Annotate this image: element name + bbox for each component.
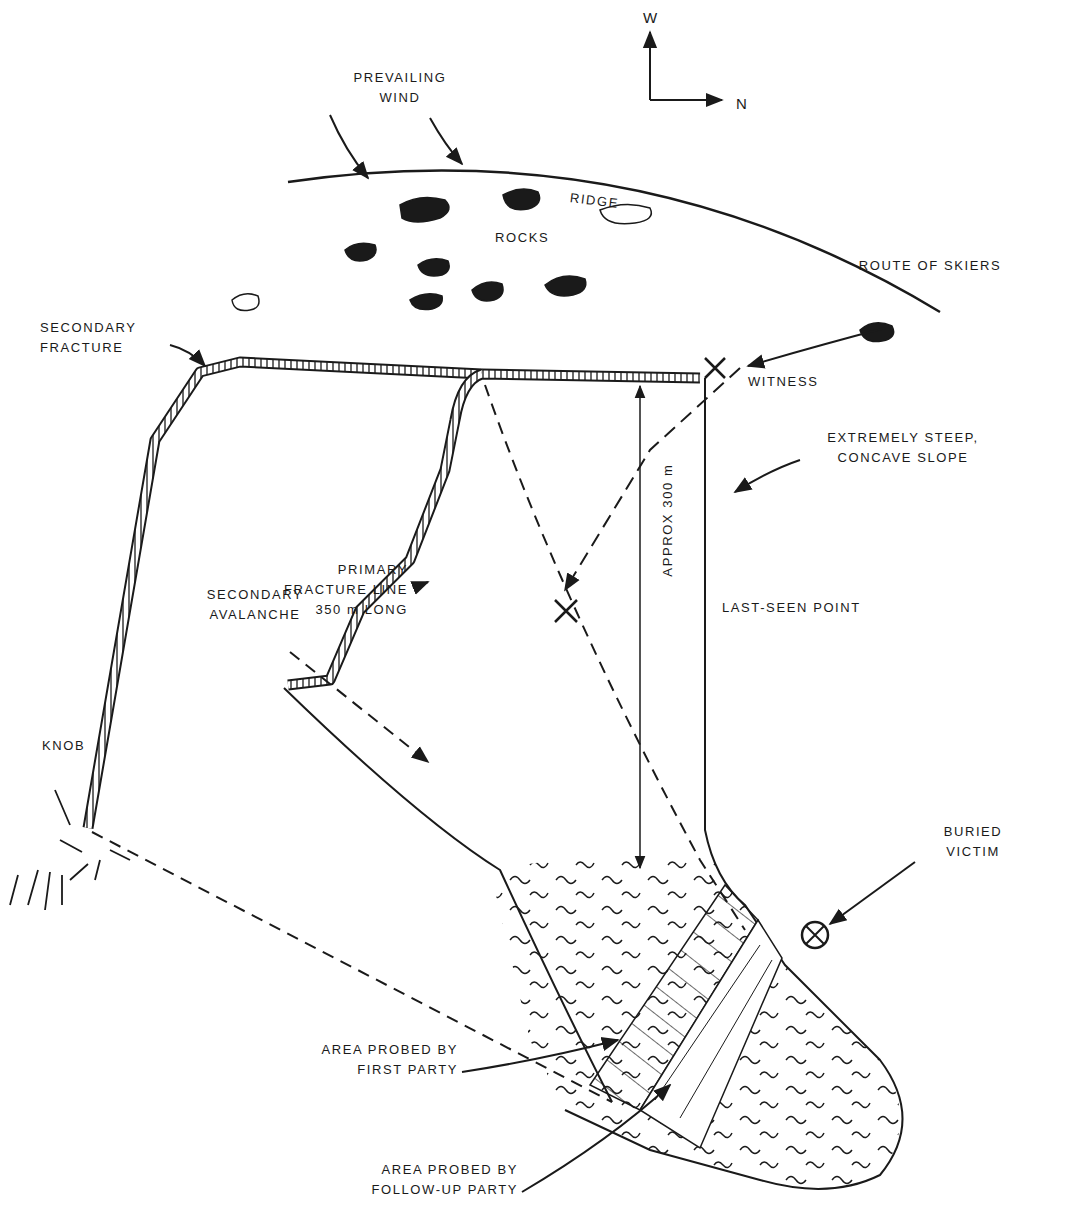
wind-label: PREVAILING WIND [335, 68, 465, 108]
route-label: ROUTE OF SKIERS [855, 256, 1005, 276]
witness-label: WITNESS [748, 372, 818, 392]
fracture-lines [88, 362, 700, 828]
leader-line [830, 862, 915, 924]
ridge-label: RIDGE [569, 188, 620, 214]
point-label: LAST-SEEN POINT [722, 598, 861, 618]
knob-label: KNOB [42, 736, 85, 756]
probe-area-follow [640, 920, 782, 1148]
wind-arrow [330, 115, 368, 178]
wind-arrow [430, 118, 462, 164]
probe-label: AREA PROBED BY FIRST PARTY [288, 1040, 458, 1080]
dashed-lines [92, 368, 745, 1102]
compass-letter: N [736, 92, 748, 115]
slope-label: EXTREMELY STEEP, CONCAVE SLOPE [808, 428, 998, 468]
probe-area-follow-lines [655, 945, 772, 1118]
victim-symbol [806, 926, 824, 944]
compass [650, 32, 722, 100]
route-arrow [748, 328, 885, 366]
debris [480, 850, 920, 1210]
knob-hatching [10, 790, 130, 910]
ridge-line [288, 170, 940, 312]
rocks [232, 189, 894, 341]
probe-label: AREA PROBED BY FOLLOW-UP PARTY [328, 1160, 518, 1200]
dimension-label: APPROX 300 m [658, 463, 678, 576]
compass-letter: W [643, 6, 659, 29]
rocks-label: ROCKS [495, 228, 549, 248]
dimension-line [639, 386, 641, 868]
avalanche-label: SECONDARY AVALANCHE [190, 585, 320, 625]
victim-label: BURIED VICTIM [918, 822, 1028, 862]
victim-symbol [802, 922, 828, 948]
fracture-label: SECONDARY FRACTURE [40, 318, 170, 358]
leader-lines [170, 345, 800, 1192]
